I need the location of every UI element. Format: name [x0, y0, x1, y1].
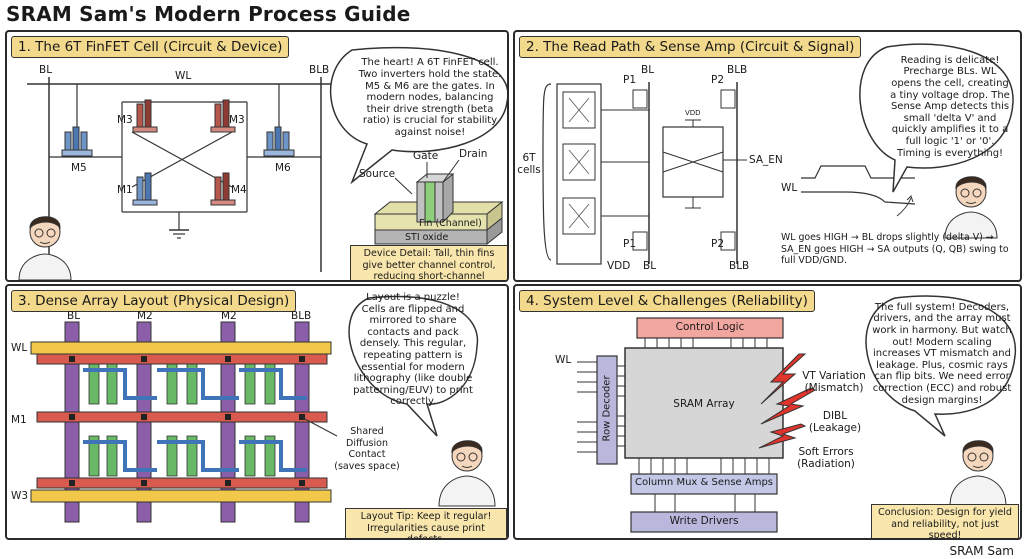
label-drain: Drain — [459, 148, 488, 160]
m4-transistor — [210, 172, 236, 206]
panel-title: 3. Dense Array Layout (Physical Design) — [11, 290, 297, 312]
label-vt-variation: VT Variation (Mismatch) — [802, 370, 866, 394]
speech-bubble-shape — [859, 43, 1014, 193]
speech-bubble-text: The full system! Decoders, drivers, and … — [872, 301, 1012, 406]
speech-bubble-text: The heart! A 6T FinFET cell. Two inverte… — [358, 57, 502, 138]
system-block-diagram — [577, 295, 1017, 533]
speech-bubble-shape — [865, 295, 1017, 437]
label-gate: Gate — [413, 150, 439, 162]
speech-bubble: The heart! A 6T FinFET cell. Two inverte… — [355, 50, 505, 146]
label-bl-bottom: BL — [643, 260, 657, 272]
label-dibl: DIBL (Leakage) — [808, 410, 862, 434]
speech-bubble-text: Layout is a puzzle! Cells are flipped an… — [353, 292, 473, 408]
m6-transistor — [263, 126, 295, 157]
label-blb-top: BLB — [727, 64, 748, 76]
speech-bubble: Layout is a puzzle! Cells are flipped an… — [353, 292, 473, 407]
avatar-scientist — [438, 440, 496, 507]
speech-bubble: The full system! Decoders, drivers, and … — [871, 298, 1013, 410]
panel-dense-array-layout: 3. Dense Array Layout (Physical Design) … — [5, 284, 509, 540]
panel-title: 1. The 6T FinFET Cell (Circuit & Device) — [11, 36, 290, 58]
m3-right-transistor — [210, 99, 236, 133]
label-wl: WL — [11, 342, 28, 354]
label-wl: WL — [175, 70, 192, 82]
label-6t-cells: 6T cells — [517, 152, 541, 176]
label-blb: BLB — [291, 310, 312, 322]
footer-signature: SRAM Sam — [949, 544, 1014, 558]
panel-title: 4. System Level & Challenges (Reliabilit… — [519, 290, 815, 312]
label-column-mux: Column Mux & Sense Amps — [634, 477, 774, 488]
label-p2-top: P2 — [711, 74, 725, 86]
speech-bubble-shape — [329, 46, 507, 185]
panel-6t-finfet-cell: 1. The 6T FinFET Cell (Circuit & Device)… — [5, 30, 509, 282]
circuit-6t-diagram — [18, 46, 507, 280]
label-m1: M1 — [117, 184, 133, 196]
label-wl: WL — [555, 354, 572, 366]
bolt-soft-error-icon — [758, 423, 807, 449]
speech-bubble-text: Reading is delicate! Precharge BLs. WL o… — [890, 54, 1010, 159]
m5-transistor — [61, 126, 93, 157]
label-row-decoder: Row Decoder — [601, 375, 613, 442]
label-blb-bottom: BLB — [729, 260, 750, 272]
panel-title: 2. The Read Path & Sense Amp (Circuit & … — [519, 36, 862, 58]
label-wl-waveform: WL — [781, 182, 798, 194]
bolt-vt-icon — [760, 353, 807, 405]
label-bl: BL — [39, 64, 53, 76]
label-p1-top: P1 — [623, 74, 637, 86]
label-sa-en: SA_EN — [749, 154, 783, 166]
label-shared-diffusion: Shared Diffusion Contact (saves space) — [334, 426, 400, 472]
panel-system-level: 4. System Level & Challenges (Reliabilit… — [513, 284, 1022, 540]
label-bl: BL — [67, 310, 81, 322]
speech-bubble: Reading is delicate! Precharge BLs. WL o… — [890, 48, 1010, 166]
page-title: SRAM Sam's Modern Process Guide — [6, 2, 411, 26]
label-fin: Fin (Channel) — [419, 218, 482, 229]
label-sram-array: SRAM Array — [673, 398, 735, 410]
conclusion-note: Conclusion: Design for yield and reliabi… — [871, 504, 1019, 538]
read-path-diagram — [542, 43, 1014, 265]
label-w3: W3 — [11, 490, 29, 502]
label-m2-right: M2 — [221, 310, 237, 322]
m1-transistor — [132, 172, 158, 206]
label-m3-right: M3 — [229, 114, 245, 126]
avatar-scientist — [944, 176, 998, 239]
label-source: Source — [359, 168, 396, 180]
label-control-logic: Control Logic — [675, 321, 745, 333]
label-m3-left: M3 — [117, 114, 133, 126]
label-m2-left: M2 — [137, 310, 153, 322]
label-sti: STI oxide — [405, 232, 449, 243]
finfet-device-illustration — [373, 159, 504, 246]
speech-bubble-shape — [348, 295, 479, 437]
label-m1: M1 — [11, 414, 27, 426]
panel-read-path: 2. The Read Path & Sense Amp (Circuit & … — [513, 30, 1022, 282]
label-bl-top: BL — [641, 64, 655, 76]
avatar-scientist — [949, 440, 1007, 507]
label-blb: BLB — [309, 64, 330, 76]
label-soft-errors: Soft Errors (Radiation) — [797, 446, 855, 470]
label-vdd-sa: VDD — [685, 109, 701, 117]
read-sequence-caption: WL goes HIGH → BL drops slightly (delta … — [781, 232, 1009, 266]
layout-tip-note: Layout Tip: Keep it regular! Irregularit… — [345, 508, 507, 538]
label-p1-bottom: P1 — [623, 238, 637, 250]
bolt-dibl-icon — [760, 387, 817, 425]
m3-left-transistor — [132, 99, 158, 133]
label-write-drivers: Write Drivers — [669, 515, 739, 527]
device-detail-note: Device Detail: Tall, thin fins give bett… — [350, 245, 507, 280]
label-m6: M6 — [275, 162, 291, 174]
label-m4: M4 — [231, 184, 247, 196]
label-m5: M5 — [71, 162, 87, 174]
label-vdd: VDD — [607, 260, 631, 272]
label-p2-bottom: P2 — [711, 238, 725, 250]
avatar-scientist — [18, 216, 72, 280]
array-layout-diagram — [30, 295, 496, 523]
